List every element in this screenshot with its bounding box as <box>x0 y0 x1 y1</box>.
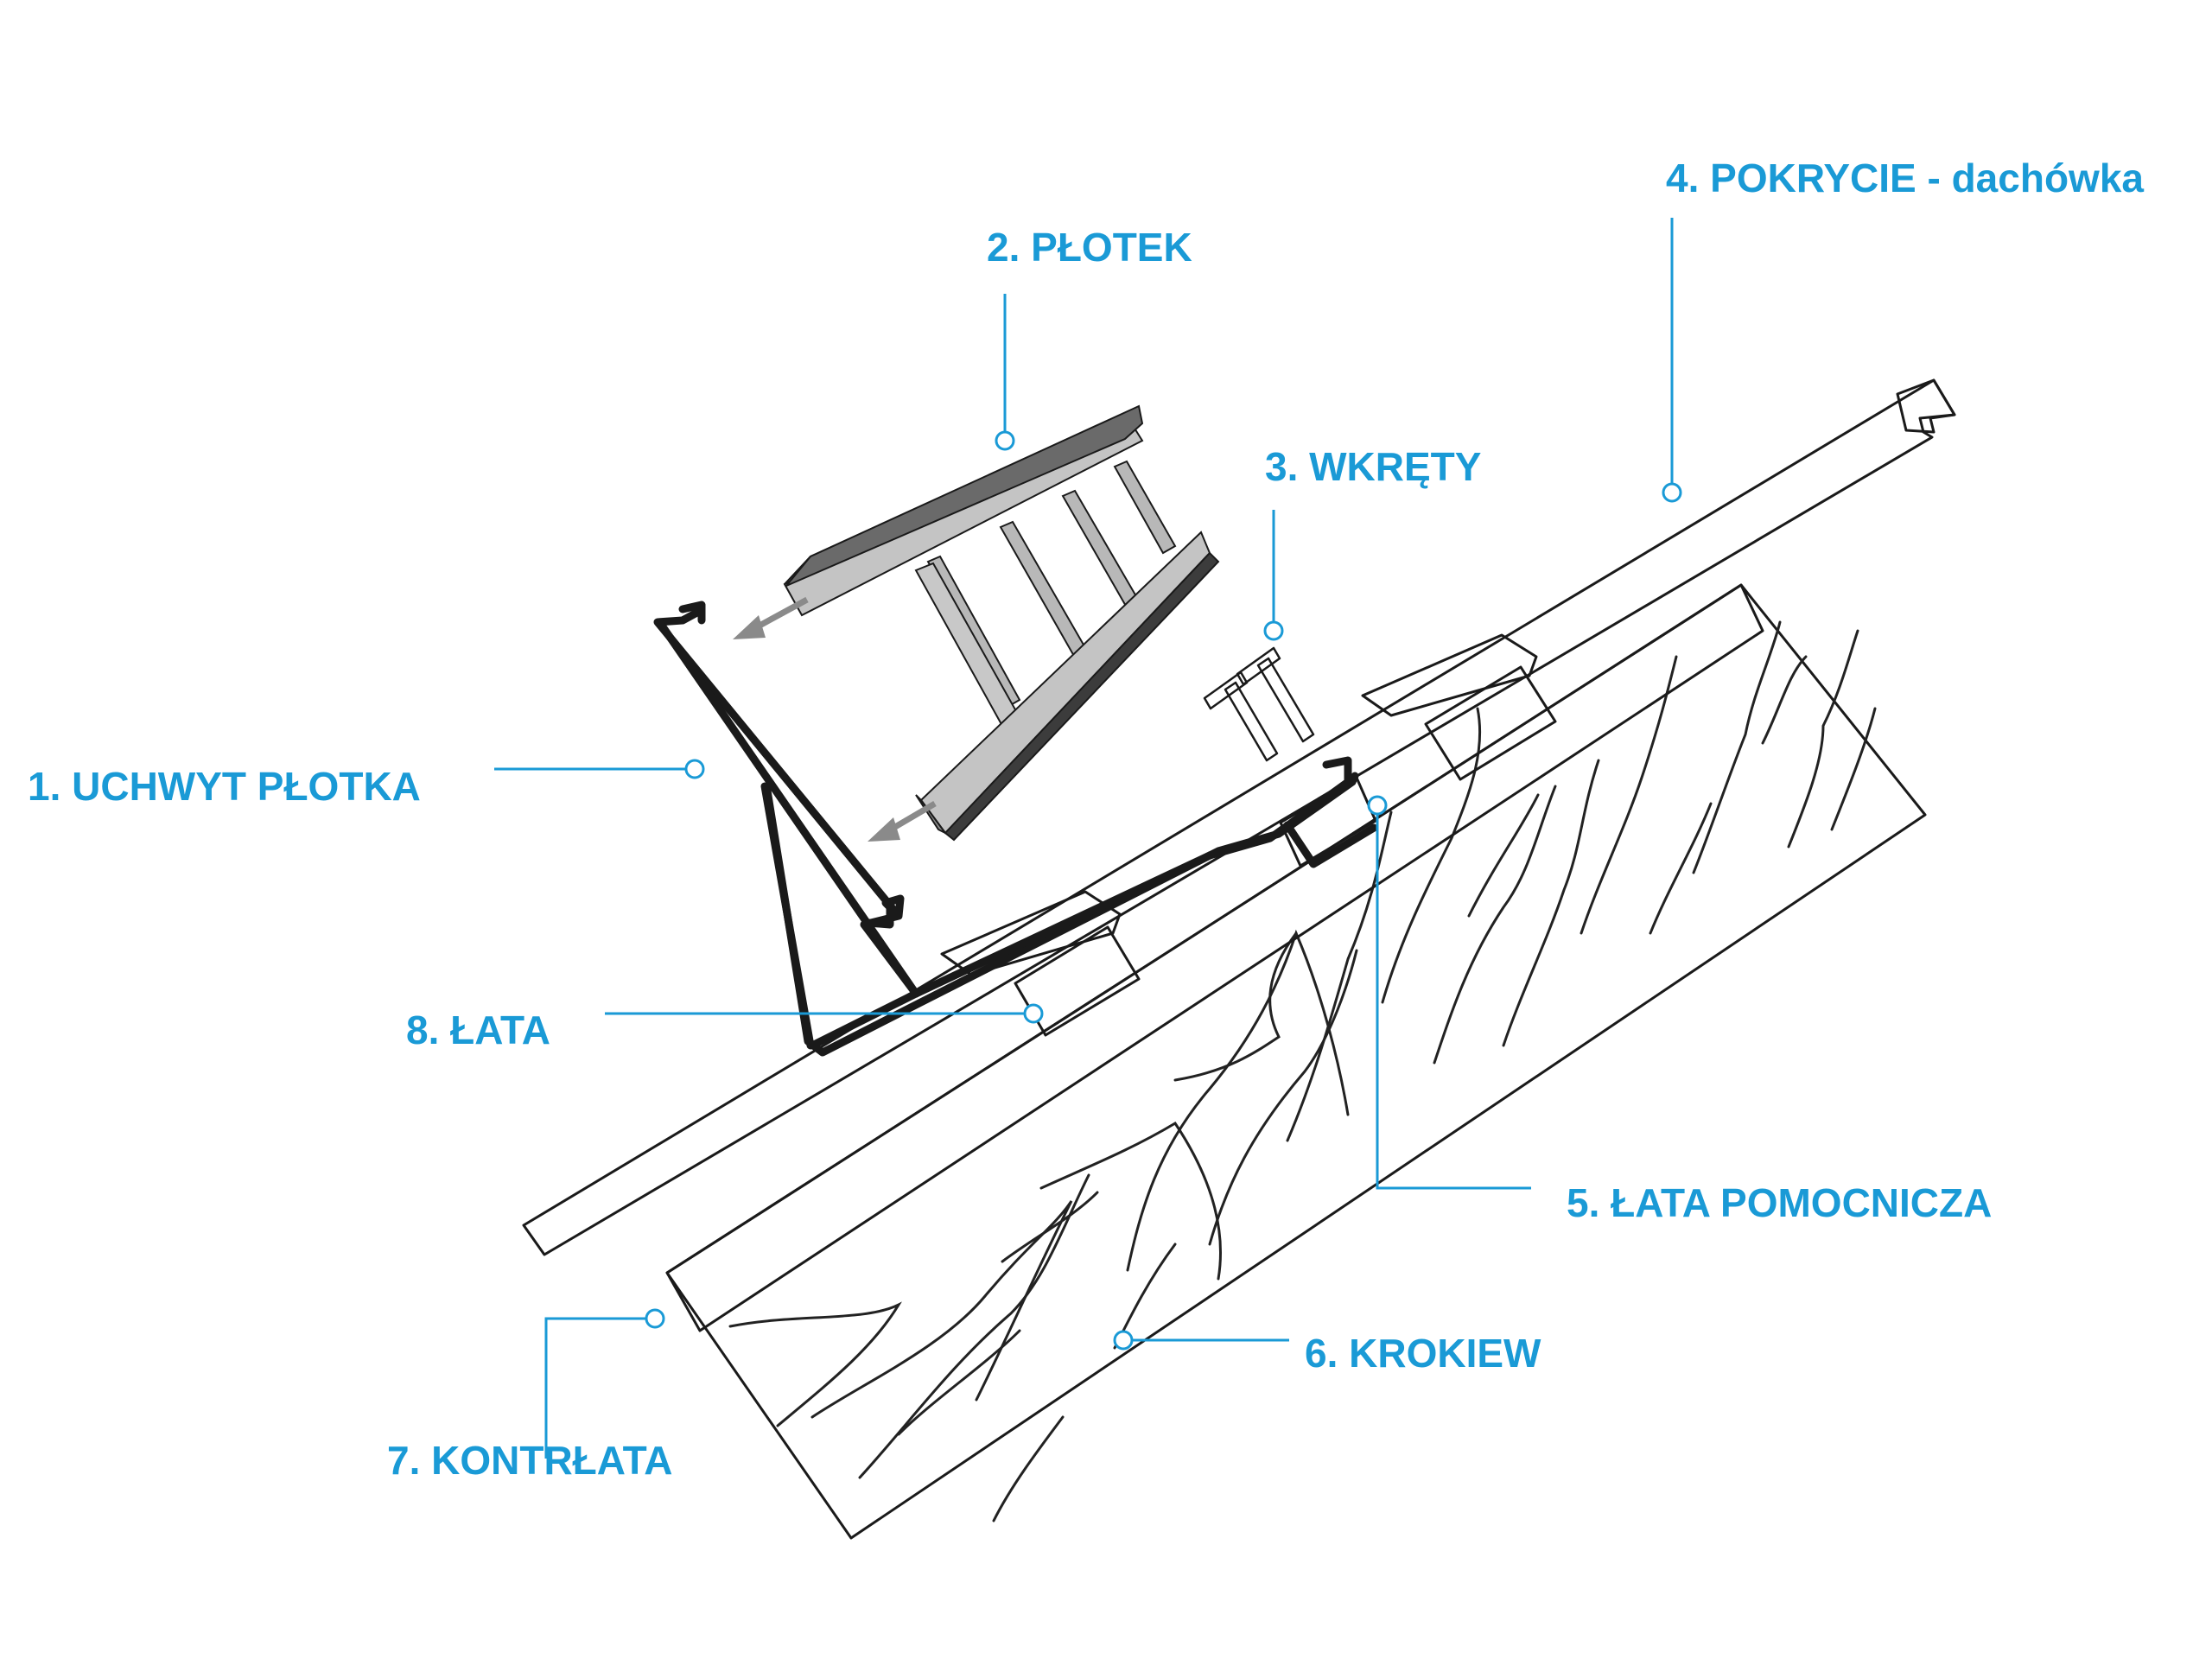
callout-labels: 1. UCHWYT PŁOTKA 2. PŁOTEK 3. WKRĘTY 4. … <box>28 156 2144 1483</box>
callout-4-dot <box>1662 482 1682 503</box>
callout-2-dot <box>995 430 1015 451</box>
callout-3-dot <box>1263 620 1284 641</box>
screws <box>1203 646 1315 762</box>
callout-1-dot <box>684 759 705 779</box>
counter-batten <box>665 583 1764 1332</box>
callout-7-dot <box>645 1308 665 1329</box>
label-auxiliary-batten: 5. ŁATA POMOCNICZA <box>1567 1180 1992 1225</box>
label-rafter: 6. KROKIEW <box>1305 1331 1541 1376</box>
rafter <box>665 583 1927 1540</box>
screw-left <box>1203 671 1279 762</box>
label-batten: 8. ŁATA <box>406 1007 550 1052</box>
attach-arrow-lower <box>868 800 937 842</box>
label-roof-covering: 4. POKRYCIE - dachówka <box>1666 156 2144 200</box>
label-screws: 3. WKRĘTY <box>1265 444 1481 489</box>
fence-holder-bracket <box>653 601 1378 1057</box>
label-fence-holder: 1. UCHWYT PŁOTKA <box>28 764 421 809</box>
rafter-wood-grain <box>728 620 1877 1522</box>
callout-6-dot <box>1113 1330 1134 1351</box>
callout-8-dot <box>1023 1003 1044 1024</box>
label-fence: 2. PŁOTEK <box>987 225 1192 270</box>
callout-leaders <box>494 218 1682 1459</box>
callout-5-dot <box>1367 795 1388 816</box>
snow-fence <box>733 404 1220 842</box>
roof-tile-covering <box>522 378 1956 1256</box>
label-counter-batten: 7. KONTRŁATA <box>387 1438 673 1483</box>
screw-right <box>1236 646 1315 743</box>
attach-arrow-upper <box>733 596 809 639</box>
